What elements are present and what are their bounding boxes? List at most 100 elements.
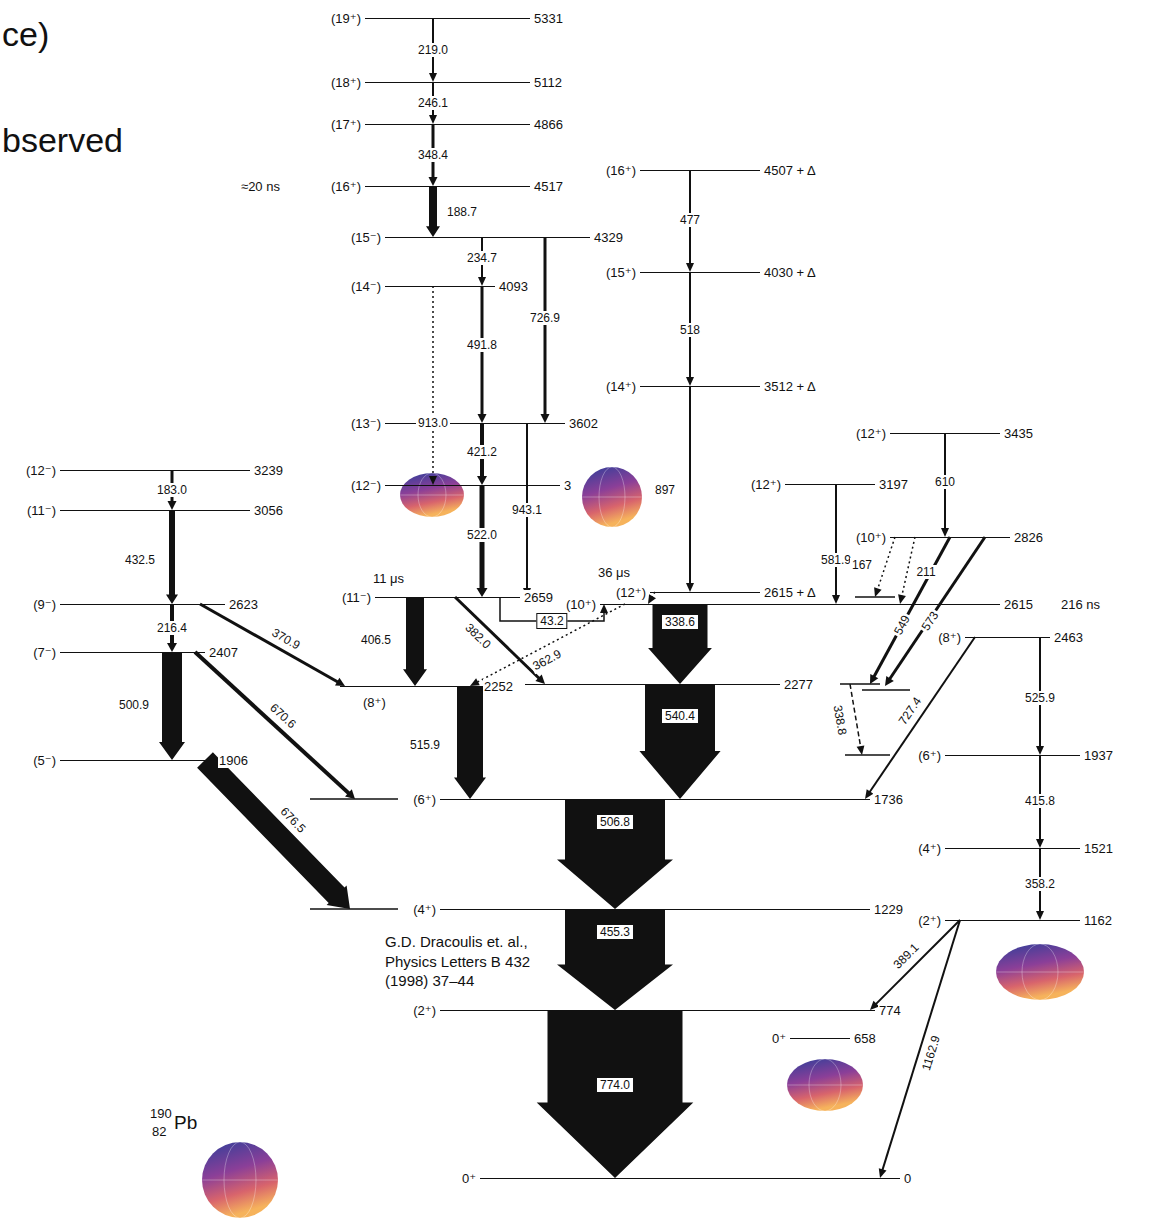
gamma-energy: 670.6 (266, 699, 301, 732)
nuclear-level: (19⁺)5331 (330, 11, 564, 26)
level-energy: 2826 (1013, 530, 1044, 545)
spin-parity: 0⁺ (461, 1171, 477, 1186)
level-line (640, 170, 760, 171)
isomer-lifetime: 216 ns (1060, 597, 1101, 612)
gamma-transition (879, 920, 960, 1178)
isomer-lifetime: 36 μs (597, 565, 631, 580)
gamma-energy: 348.4 (416, 148, 450, 162)
gamma-transition (454, 686, 486, 799)
level-line (640, 272, 760, 273)
level-energy: 3239 (253, 463, 284, 478)
spin-parity: (2⁺) (412, 1003, 437, 1018)
nuclear-level: (5⁻)1906 (32, 753, 249, 768)
gamma-energy: 581.9 (819, 553, 853, 567)
level-energy: 2407 (208, 645, 239, 660)
level-line (945, 848, 1080, 849)
level-line (60, 760, 215, 761)
level-line (340, 686, 480, 687)
level-energy: 4093 (498, 279, 529, 294)
level-energy: 3602 (568, 416, 599, 431)
gamma-transition (470, 604, 625, 686)
level-line (945, 920, 1080, 921)
isomer-lifetime: ≈20 ns (240, 179, 281, 194)
gamma-energy: 610 (933, 475, 957, 489)
gamma-energy: 518 (678, 323, 702, 337)
gamma-transition (200, 604, 345, 686)
level-energy: 1162 (1083, 913, 1113, 928)
level-line (365, 82, 530, 83)
shape-spheroid (996, 944, 1084, 1000)
nuclear-level: 2252(8⁺) (340, 679, 514, 694)
level-line (640, 386, 760, 387)
isomer-lifetime: 11 μs (372, 571, 405, 586)
level-energy: 0 (903, 1171, 912, 1186)
nuclear-level: (4⁺)1229 (412, 902, 904, 917)
level-energy: 3512 + Δ (763, 379, 817, 394)
gamma-energy: 183.0 (155, 483, 189, 497)
gamma-energy: 522.0 (465, 528, 499, 542)
level-energy: 2252 (483, 679, 514, 694)
nuclear-level: (7⁻)2407 (32, 645, 239, 660)
nuclear-level: (16⁺)4507 + Δ (605, 163, 817, 178)
gamma-energy: 188.7 (445, 205, 479, 219)
level-energy: 5112 (533, 75, 563, 90)
gamma-transition (648, 604, 712, 684)
gamma-energy: 219.0 (416, 43, 450, 57)
level-energy: 4030 + Δ (763, 265, 817, 280)
element-symbol: Pb (174, 1111, 197, 1136)
gamma-energy: 897 (653, 483, 677, 497)
gamma-transition (870, 537, 950, 684)
gamma-energy: 216.4 (155, 621, 189, 635)
spin-parity: (4⁺) (412, 902, 437, 917)
gamma-transition (832, 484, 840, 604)
level-line (365, 186, 530, 187)
mass-number: 190 (150, 1106, 172, 1123)
spin-parity: (14⁻) (350, 279, 382, 294)
slide-text: ce) (2, 12, 49, 56)
spin-parity: (6⁺) (917, 748, 942, 763)
spin-parity: (11⁻) (341, 590, 372, 605)
level-energy: 3435 (1003, 426, 1034, 441)
level-line (790, 1038, 850, 1039)
shape-spheroid (202, 1142, 278, 1218)
level-energy: 3 (563, 478, 572, 493)
gamma-energy: 455.3 (596, 924, 634, 940)
spin-parity: (16⁺) (605, 163, 637, 178)
nuclear-level: (17⁺)4866 (330, 117, 564, 132)
level-energy: 2463 (1053, 630, 1084, 645)
level-line (965, 637, 1050, 638)
level-line (375, 597, 520, 598)
nuclear-level: (12⁺)3435 (855, 426, 1034, 441)
level-energy: 4517 (533, 179, 564, 194)
level-energy: 1521 (1083, 841, 1114, 856)
gamma-energy: 549 (890, 611, 914, 639)
gamma-energy: 525.9 (1023, 691, 1057, 705)
spin-parity: (19⁺) (330, 11, 362, 26)
gamma-transition (478, 286, 487, 423)
gamma-transition (426, 186, 440, 237)
spin-parity: (14⁺) (605, 379, 637, 394)
level-extension (310, 597, 910, 909)
nuclear-level: (10⁺) 2826 (855, 530, 1044, 545)
spin-parity: (2⁺) (917, 913, 942, 928)
spin-parity: (4⁺) (917, 841, 942, 856)
level-line (890, 433, 1000, 434)
spin-parity: (10⁺) (855, 530, 887, 545)
spin-parity: (15⁻) (350, 230, 382, 245)
spin-parity: (5⁻) (32, 753, 57, 768)
level-line (600, 604, 1000, 605)
gamma-energy: 515.9 (408, 738, 442, 752)
gamma-energy: 506.8 (596, 814, 634, 830)
gamma-transition (403, 597, 427, 686)
gamma-energy: 370.9 (268, 625, 305, 654)
gamma-energy: 500.9 (117, 698, 151, 712)
spin-parity: (8⁺) (937, 630, 962, 645)
gamma-energy: 211 (914, 565, 937, 579)
level-line (945, 755, 1080, 756)
gamma-transition (865, 637, 975, 799)
level-line (890, 537, 1010, 538)
level-energy: 3197 (878, 477, 909, 492)
nuclear-level: (13⁻)3602 (350, 416, 599, 431)
